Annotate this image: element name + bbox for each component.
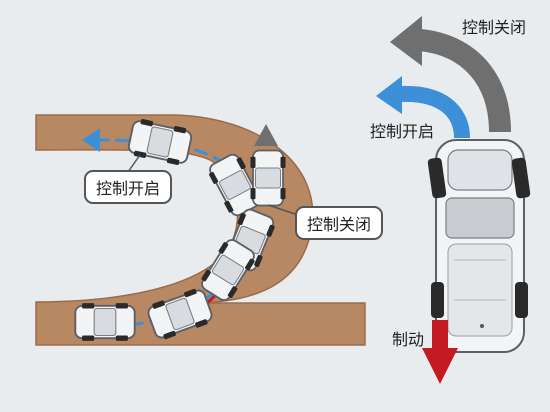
right-off-arrow-shaft xyxy=(418,29,511,133)
label-brake: 制动 xyxy=(392,330,425,349)
callout-left-off: 控制关闭 xyxy=(295,206,384,240)
road-car-7 xyxy=(74,302,136,342)
right-on-arrow-shaft xyxy=(399,85,470,139)
label-right-on: 控制开启 xyxy=(370,122,435,141)
tire-front-right xyxy=(511,157,531,199)
brake-arrow-shaft xyxy=(432,320,448,350)
trajectory-off-arrowhead xyxy=(254,124,278,146)
right-off-arrowhead xyxy=(390,16,422,66)
large-car xyxy=(435,139,525,353)
label-right-off: 控制关闭 xyxy=(462,18,527,37)
tire-front-left xyxy=(427,157,447,199)
callout-left-off-pointer xyxy=(267,204,299,216)
tire-rear-right xyxy=(515,282,528,318)
brake-arrowhead xyxy=(422,348,458,384)
right-on-arrowhead xyxy=(376,76,402,114)
tire-rear-left xyxy=(431,282,444,318)
callout-left-on-pointer xyxy=(127,154,141,173)
trajectory-on-arrowhead xyxy=(82,128,100,152)
road-car-3 xyxy=(249,149,287,207)
callout-left-on: 控制开启 xyxy=(84,170,173,204)
